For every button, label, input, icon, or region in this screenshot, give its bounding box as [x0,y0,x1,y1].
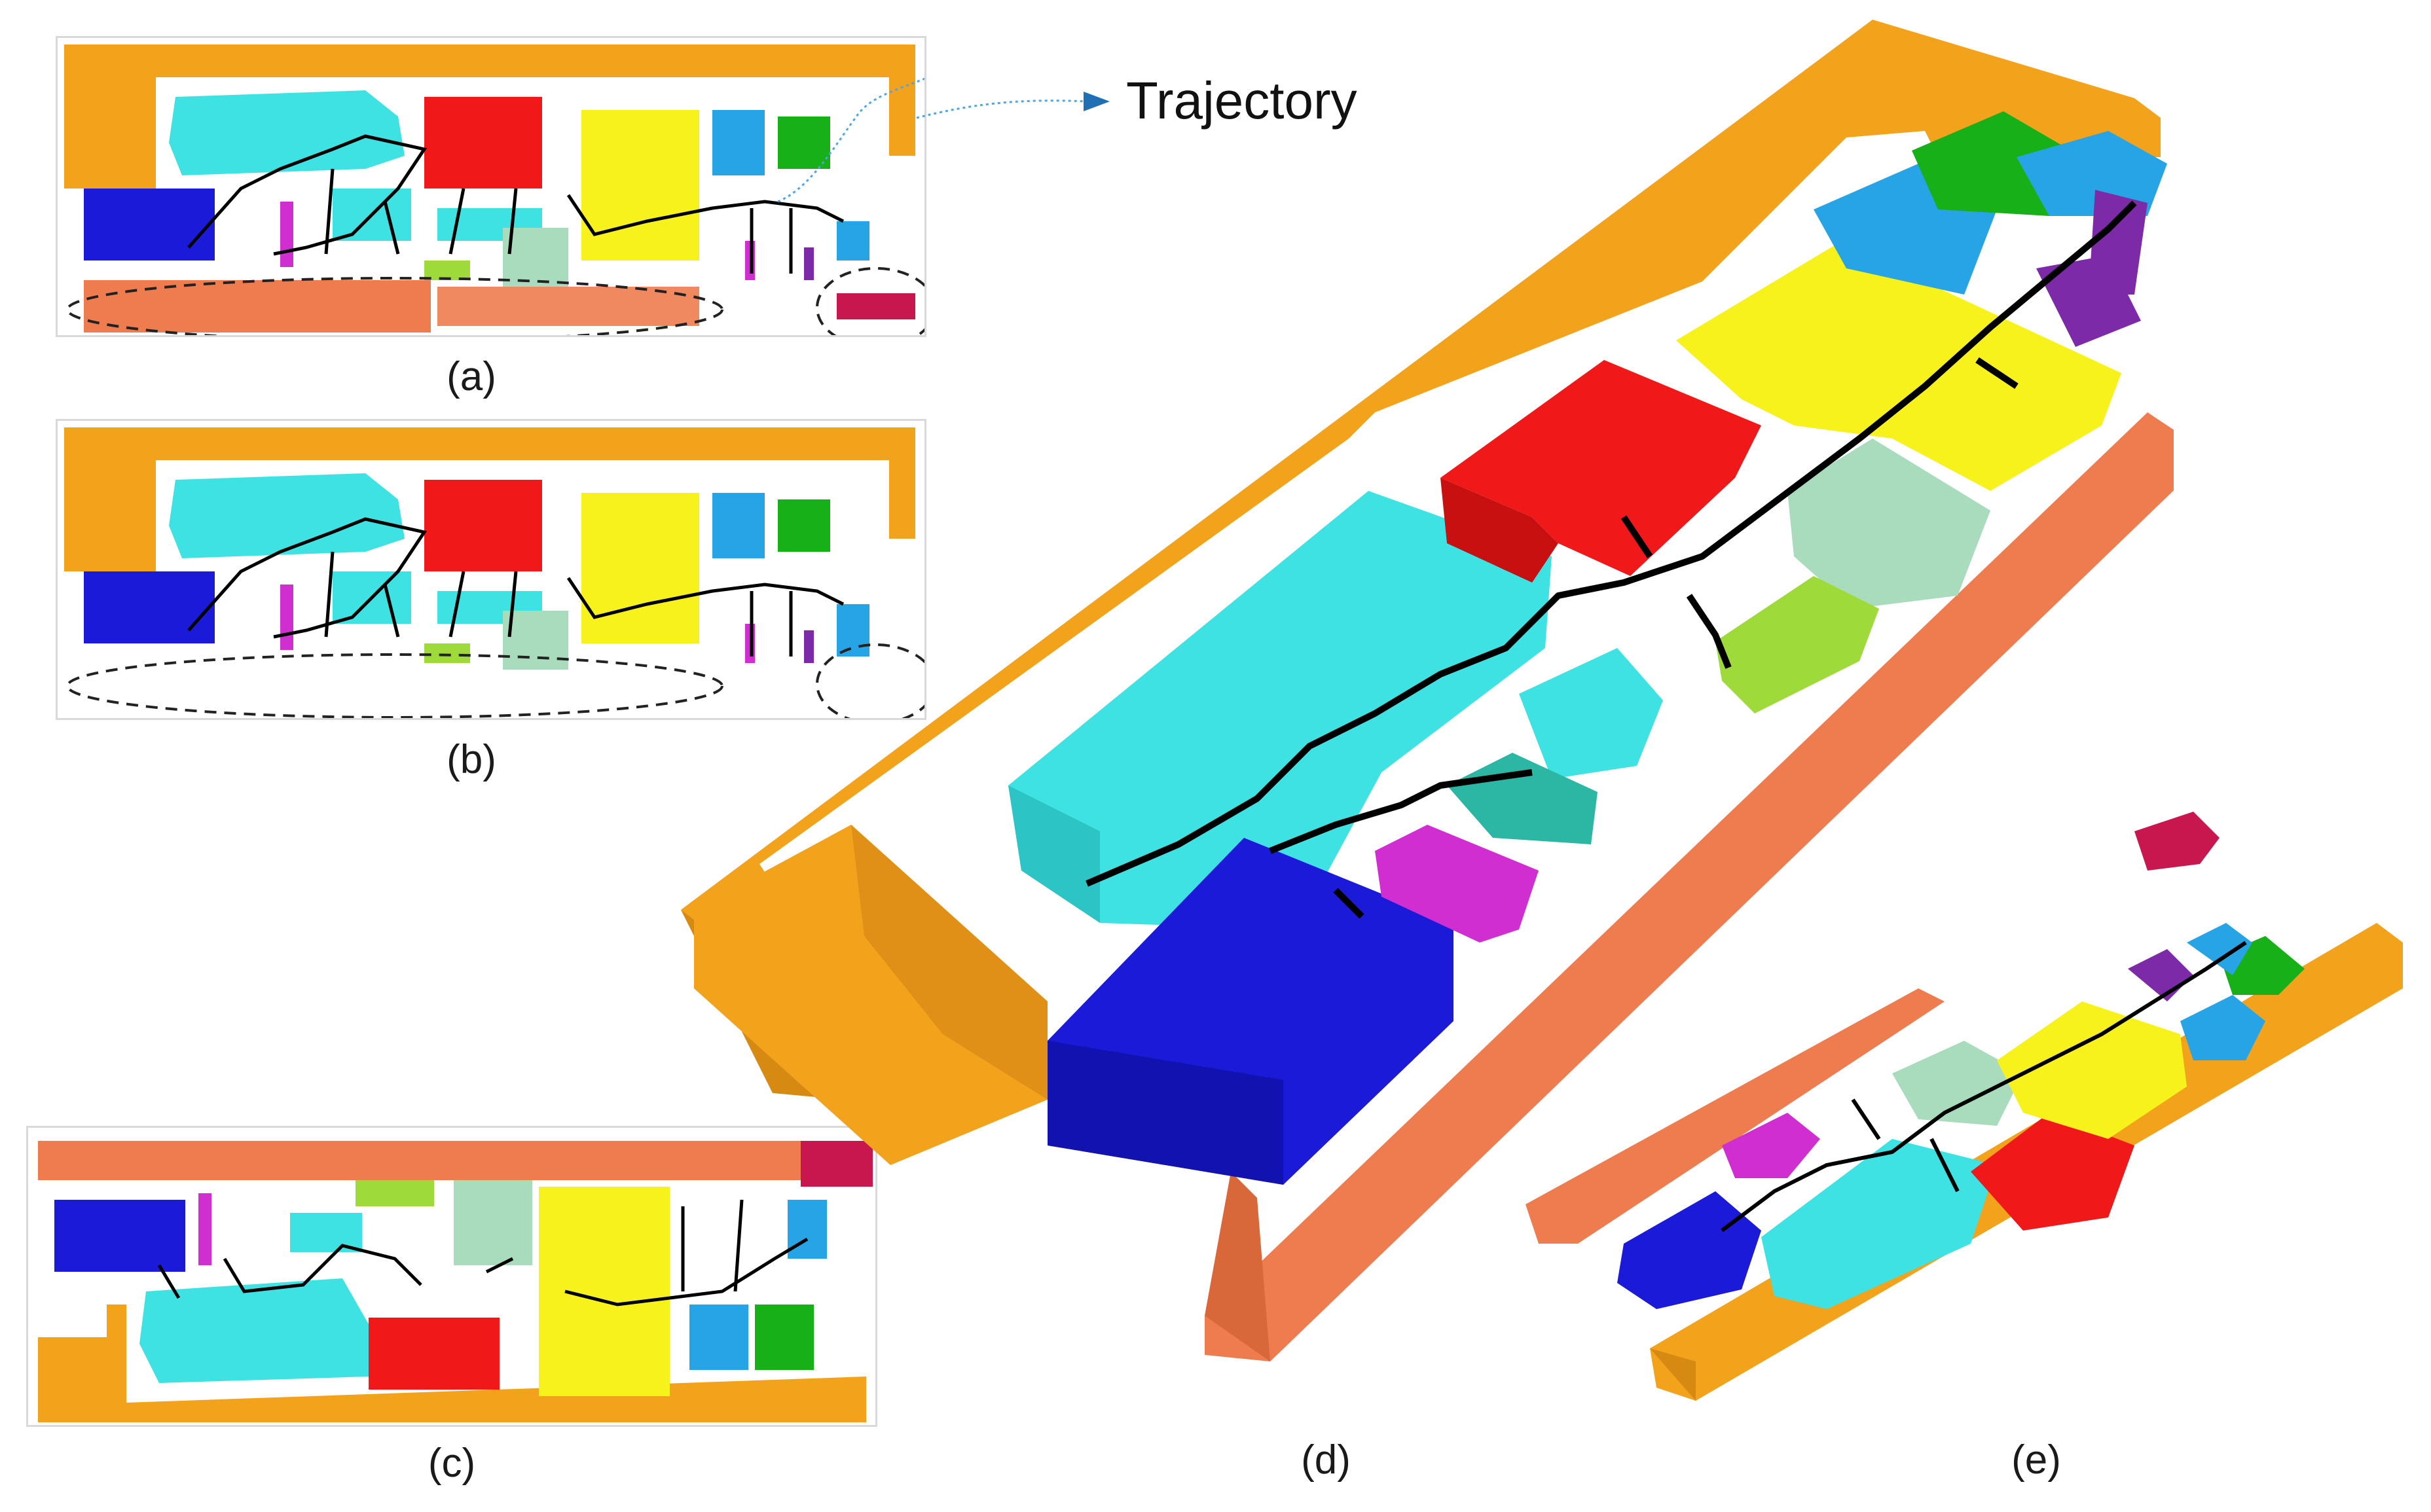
panel-c-map [26,1126,877,1427]
panel-d-label: (d) [1301,1437,1351,1483]
trajectory-label: Trajectory [1126,71,1357,130]
panel-d-3d-map [681,20,2174,1368]
panel-e-3d-map [1526,772,2409,1427]
panel-b-map [56,419,926,720]
trajectory-arrow [917,79,1113,124]
panel-c-label: (c) [428,1441,476,1486]
panel-a-label: (a) [447,354,496,399]
panel-a-map [56,36,926,337]
panel-b-label: (b) [447,737,496,782]
panel-e-label: (e) [2011,1437,2061,1483]
